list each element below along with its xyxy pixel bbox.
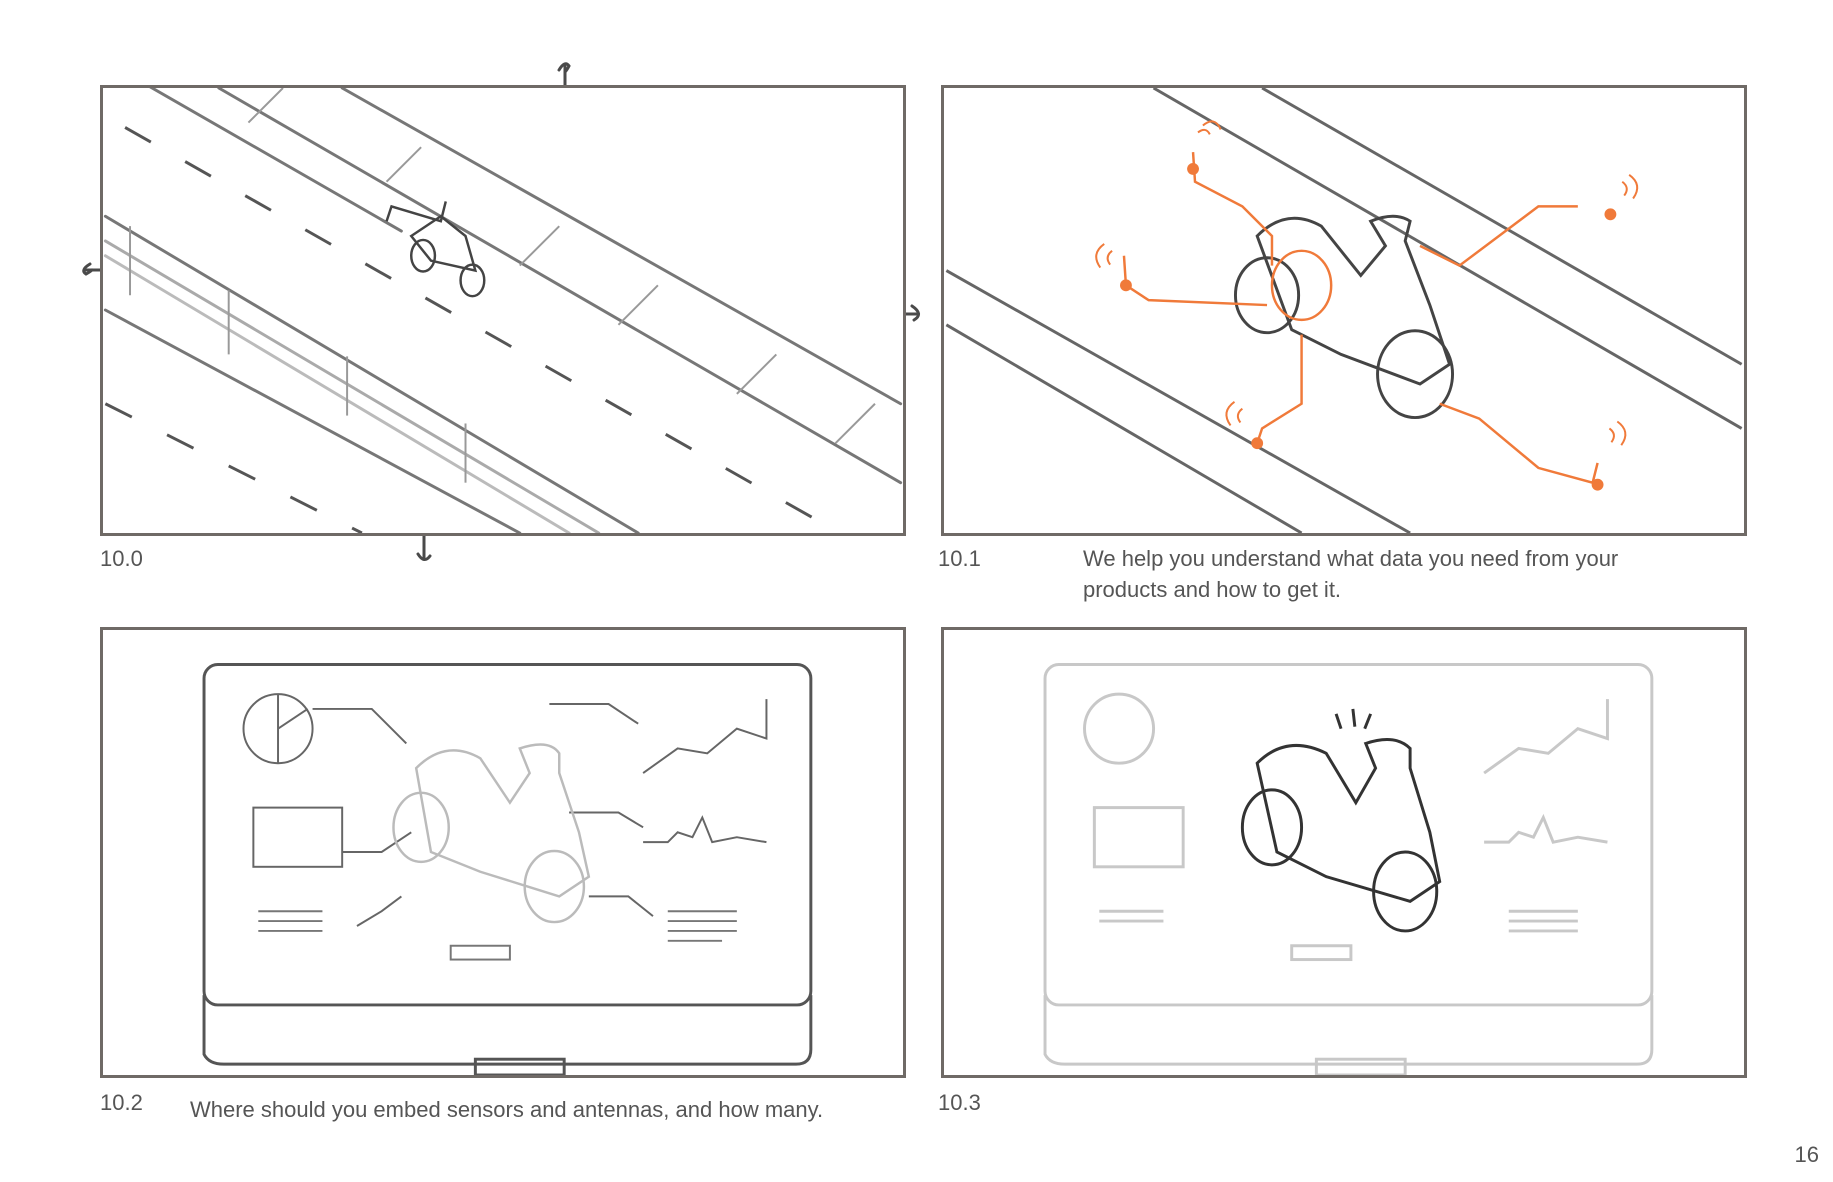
road-sketch [103, 88, 903, 533]
scooter-highlight-icon [1240, 708, 1442, 933]
panel-number: 10.0 [100, 546, 143, 571]
scooter-small-icon [385, 201, 486, 298]
panel-number: 10.2 [100, 1090, 143, 1115]
page-number: 16 [1794, 1142, 1819, 1167]
storyboard-frame-sensors [941, 85, 1747, 536]
panel-number: 10.3 [938, 1090, 981, 1115]
storyboard-frame-road [100, 85, 906, 536]
dashboard-sketch [202, 663, 813, 1075]
scooter-faint-icon [392, 743, 591, 924]
antenna-icons [1120, 162, 1617, 491]
scooter-icon [1233, 214, 1455, 420]
sensor-lines [1122, 152, 1599, 485]
sensor-sketch [945, 88, 1743, 533]
storyboard-frame-dashboard [100, 627, 906, 1078]
highlight-sketch [1043, 663, 1654, 1075]
panel-caption: Where should you embed sensors and anten… [190, 1097, 824, 1122]
panel-caption: We help you understand what data you nee… [1083, 546, 1619, 602]
storyboard-frame-highlight [941, 627, 1747, 1078]
panel-number: 10.1 [938, 546, 981, 571]
